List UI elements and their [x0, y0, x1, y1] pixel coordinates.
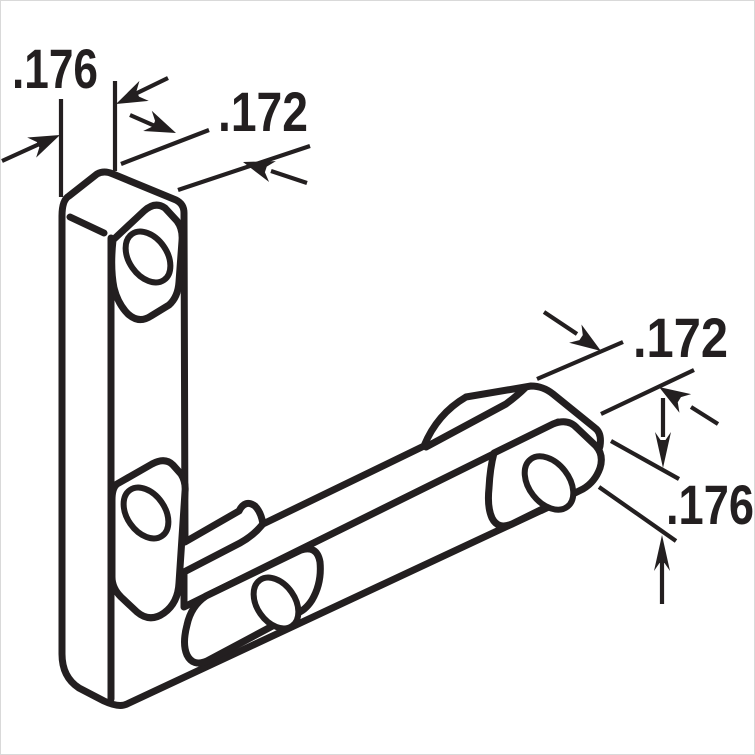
dimension-right-thickness: .176 — [597, 398, 754, 604]
mounting-hole-4 — [521, 453, 577, 513]
dimension-arrow-shafts — [129, 113, 308, 185]
mounting-hole-1 — [122, 228, 174, 286]
arrowhead-icon — [569, 324, 601, 351]
mounting-hole-2 — [120, 484, 172, 542]
dimension-left-thickness: .176 — [1, 37, 169, 197]
extension-lines — [58, 81, 118, 197]
dimension-arrow-shafts — [542, 310, 720, 426]
dimension-label-left-thickness: .176 — [12, 37, 98, 100]
arrowhead-icon — [654, 535, 670, 571]
arrowhead-icon — [659, 387, 692, 413]
dimension-top-width: .172 — [120, 80, 311, 192]
arrowhead-icon — [655, 432, 671, 468]
extension-lines — [120, 128, 311, 192]
arrowhead-icon — [27, 135, 60, 158]
dimension-label-top-width: .172 — [218, 80, 308, 143]
dimension-label-right-width: .172 — [633, 306, 728, 369]
corner-bracket — [58, 168, 605, 709]
dimension-right-width: .172 — [536, 306, 728, 426]
dimension-label-right-thickness: .176 — [666, 473, 754, 536]
bracket-inner-edges — [66, 213, 562, 703]
mounting-hole-3 — [250, 574, 302, 632]
arrowhead-icon — [243, 161, 276, 183]
extension-lines — [536, 340, 695, 416]
bracket-outline — [58, 168, 604, 709]
extension-lines — [597, 439, 681, 543]
arrowhead-icon — [116, 80, 149, 104]
dimension-arrow-shafts — [659, 398, 666, 604]
arrowhead-icon — [143, 110, 176, 133]
